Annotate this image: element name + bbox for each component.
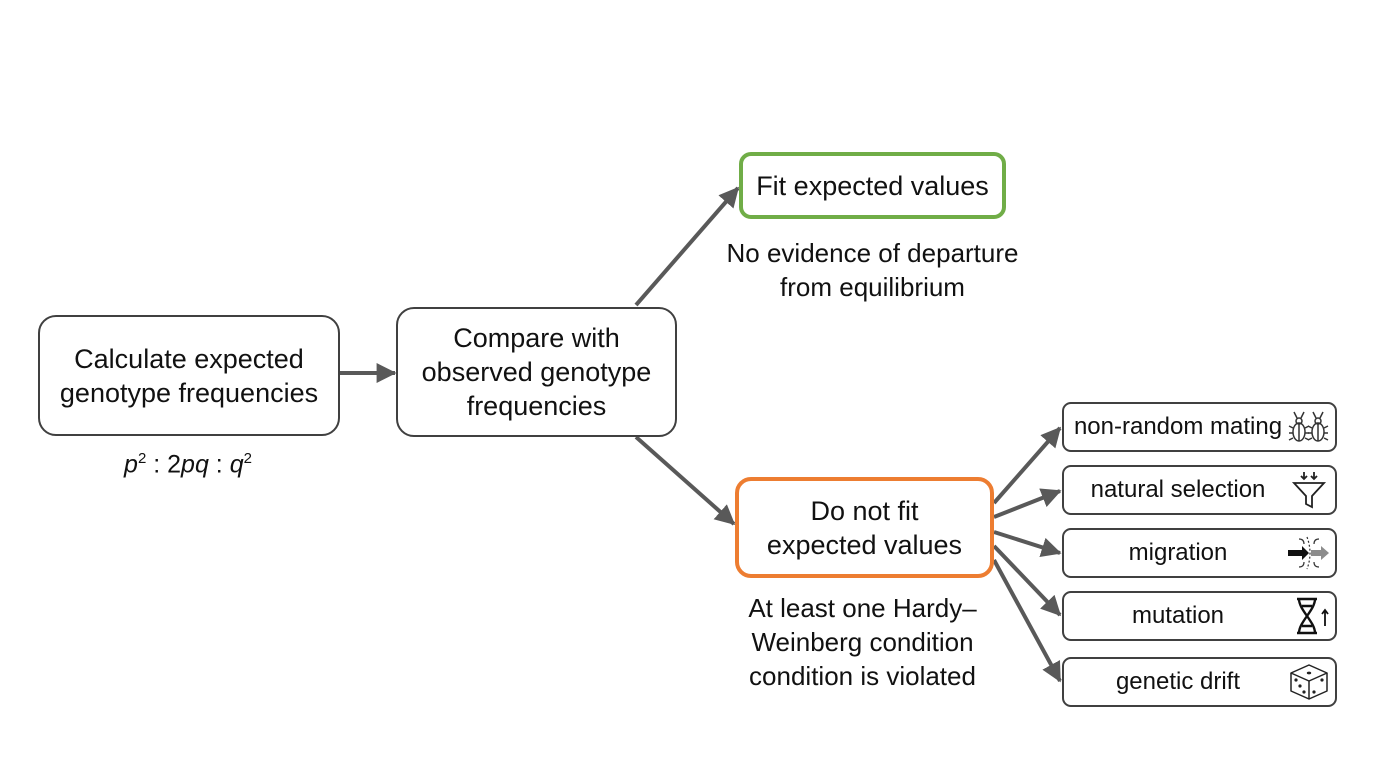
not-fit-line-1: Do not fit <box>810 495 919 526</box>
arrow-to-mutation <box>992 544 1062 617</box>
fit-note: No evidence of departure from equilibriu… <box>700 236 1045 304</box>
arrow-to-natural-selection <box>993 488 1062 519</box>
compare-line-2: observed genotype <box>421 357 652 387</box>
not-fit-note-line-1: At least one Hardy– <box>748 593 977 623</box>
cause-migration: migration <box>1062 528 1337 578</box>
cause-label: mutation <box>1131 602 1225 629</box>
formula-sep2: : <box>208 450 230 479</box>
fit-note-line-1: No evidence of departure <box>726 238 1019 268</box>
cause-label: natural selection <box>1090 476 1266 503</box>
cause-label: genetic drift <box>1115 668 1241 695</box>
formula-pq: pq <box>181 450 209 479</box>
compare-observed-box: Compare with observed genotype frequenci… <box>396 307 677 437</box>
fit-expected-box: Fit expected values <box>739 152 1006 219</box>
not-fit-box: Do not fit expected values <box>735 477 994 578</box>
fit-label: Fit expected values <box>756 170 989 201</box>
arrow-to-genetic-drift <box>992 559 1062 683</box>
migration-arrows-icon <box>1288 536 1329 570</box>
arrow-to-non-random-mating <box>992 426 1062 505</box>
cause-label: non-random mating <box>1073 413 1283 440</box>
dna-icon <box>1297 597 1329 635</box>
calculate-expected-box: Calculate expected genotype frequencies <box>38 315 340 436</box>
beetles-icon <box>1288 411 1329 442</box>
cause-genetic-drift: genetic drift <box>1062 657 1337 707</box>
arrow-to-migration <box>993 530 1062 557</box>
formula-exp1: 2 <box>137 450 147 467</box>
not-fit-note: At least one Hardy– Weinberg condition c… <box>700 591 1025 693</box>
fit-note-line-2: from equilibrium <box>780 272 965 302</box>
cause-non-random-mating: non-random mating <box>1062 402 1337 452</box>
arrow-compare-to-fit <box>634 186 740 307</box>
calculate-line-2: genotype frequencies <box>59 377 319 408</box>
dice-icon <box>1290 664 1328 700</box>
formula-q: q <box>229 450 244 479</box>
not-fit-line-2: expected values <box>766 529 963 560</box>
cause-natural-selection: natural selection <box>1062 465 1337 515</box>
formula-sep1: : 2 <box>146 450 182 479</box>
funnel-icon <box>1291 472 1327 509</box>
compare-line-3: frequencies <box>466 391 607 421</box>
formula-exp2: 2 <box>243 450 252 467</box>
arrow-compare-to-not-fit <box>634 435 736 526</box>
compare-line-1: Compare with <box>453 323 620 353</box>
cause-label: migration <box>1128 539 1228 566</box>
calculate-line-1: Calculate expected <box>74 343 304 374</box>
genotype-ratio-formula: p2 : 2pq : q2 <box>38 450 338 479</box>
not-fit-note-line-2: Weinberg condition <box>751 627 974 657</box>
not-fit-note-line-3: condition is violated <box>749 661 976 691</box>
formula-p: p <box>124 450 138 479</box>
cause-mutation: mutation <box>1062 591 1337 641</box>
